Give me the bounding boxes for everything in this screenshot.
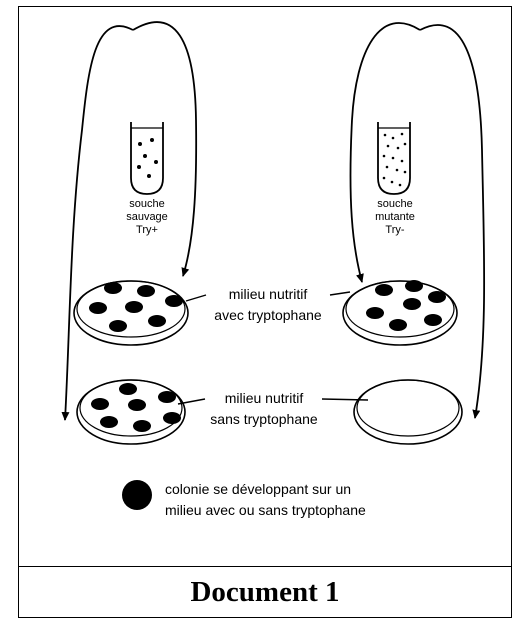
medium-without-label-1: milieu nutritif: [225, 390, 304, 406]
colony: [403, 298, 421, 310]
mutant-strain-test-tube: [378, 122, 410, 194]
medium-with-label-2: avec tryptophane: [214, 307, 322, 323]
wild-strain-label-2: sauvage: [126, 211, 168, 223]
colony: [158, 391, 176, 403]
pointer-line: [186, 295, 206, 301]
legend-line-1: colonie se développant sur un: [165, 481, 351, 497]
right-outer-transfer-arrow: [420, 25, 484, 418]
colony: [366, 307, 384, 319]
petri-dish-wild-with-tryptophane: [74, 281, 188, 345]
colony: [100, 416, 118, 428]
colony: [165, 295, 183, 307]
experiment-diagram: souche sauvage Try+ souche mutante Try-: [0, 0, 532, 566]
colony: [405, 280, 423, 292]
petri-dish-mutant-without-tryptophane: [354, 380, 462, 444]
left-outer-transfer-arrow: [65, 26, 133, 420]
petri-dish-mutant-with-tryptophane: [343, 280, 457, 345]
colony: [163, 412, 181, 424]
colony: [128, 399, 146, 411]
colony: [89, 302, 107, 314]
colony: [104, 282, 122, 294]
colony: [428, 291, 446, 303]
colony: [109, 320, 127, 332]
pointer-line: [322, 399, 368, 400]
mutant-strain-label-1: souche: [377, 198, 412, 210]
legend-line-2: milieu avec ou sans tryptophane: [165, 502, 366, 518]
mutant-strain-label-3: Try-: [385, 224, 404, 236]
mutant-strain-label-2: mutante: [375, 211, 415, 223]
colony: [133, 420, 151, 432]
colony: [125, 301, 143, 313]
colony: [119, 383, 137, 395]
colony: [148, 315, 166, 327]
colony: [137, 285, 155, 297]
document-caption: Document 1: [18, 566, 512, 618]
wild-strain-test-tube: [131, 122, 163, 194]
medium-without-label-2: sans tryptophane: [210, 411, 318, 427]
petri-dish-wild-without-tryptophane: [77, 380, 185, 444]
colony: [424, 314, 442, 326]
colony: [375, 284, 393, 296]
wild-strain-label-3: Try+: [136, 224, 158, 236]
colony: [389, 319, 407, 331]
medium-with-label-1: milieu nutritif: [229, 286, 308, 302]
colony: [91, 398, 109, 410]
wild-strain-label-1: souche: [129, 198, 164, 210]
pointer-line: [330, 292, 350, 295]
colony-legend-icon: [122, 480, 152, 510]
